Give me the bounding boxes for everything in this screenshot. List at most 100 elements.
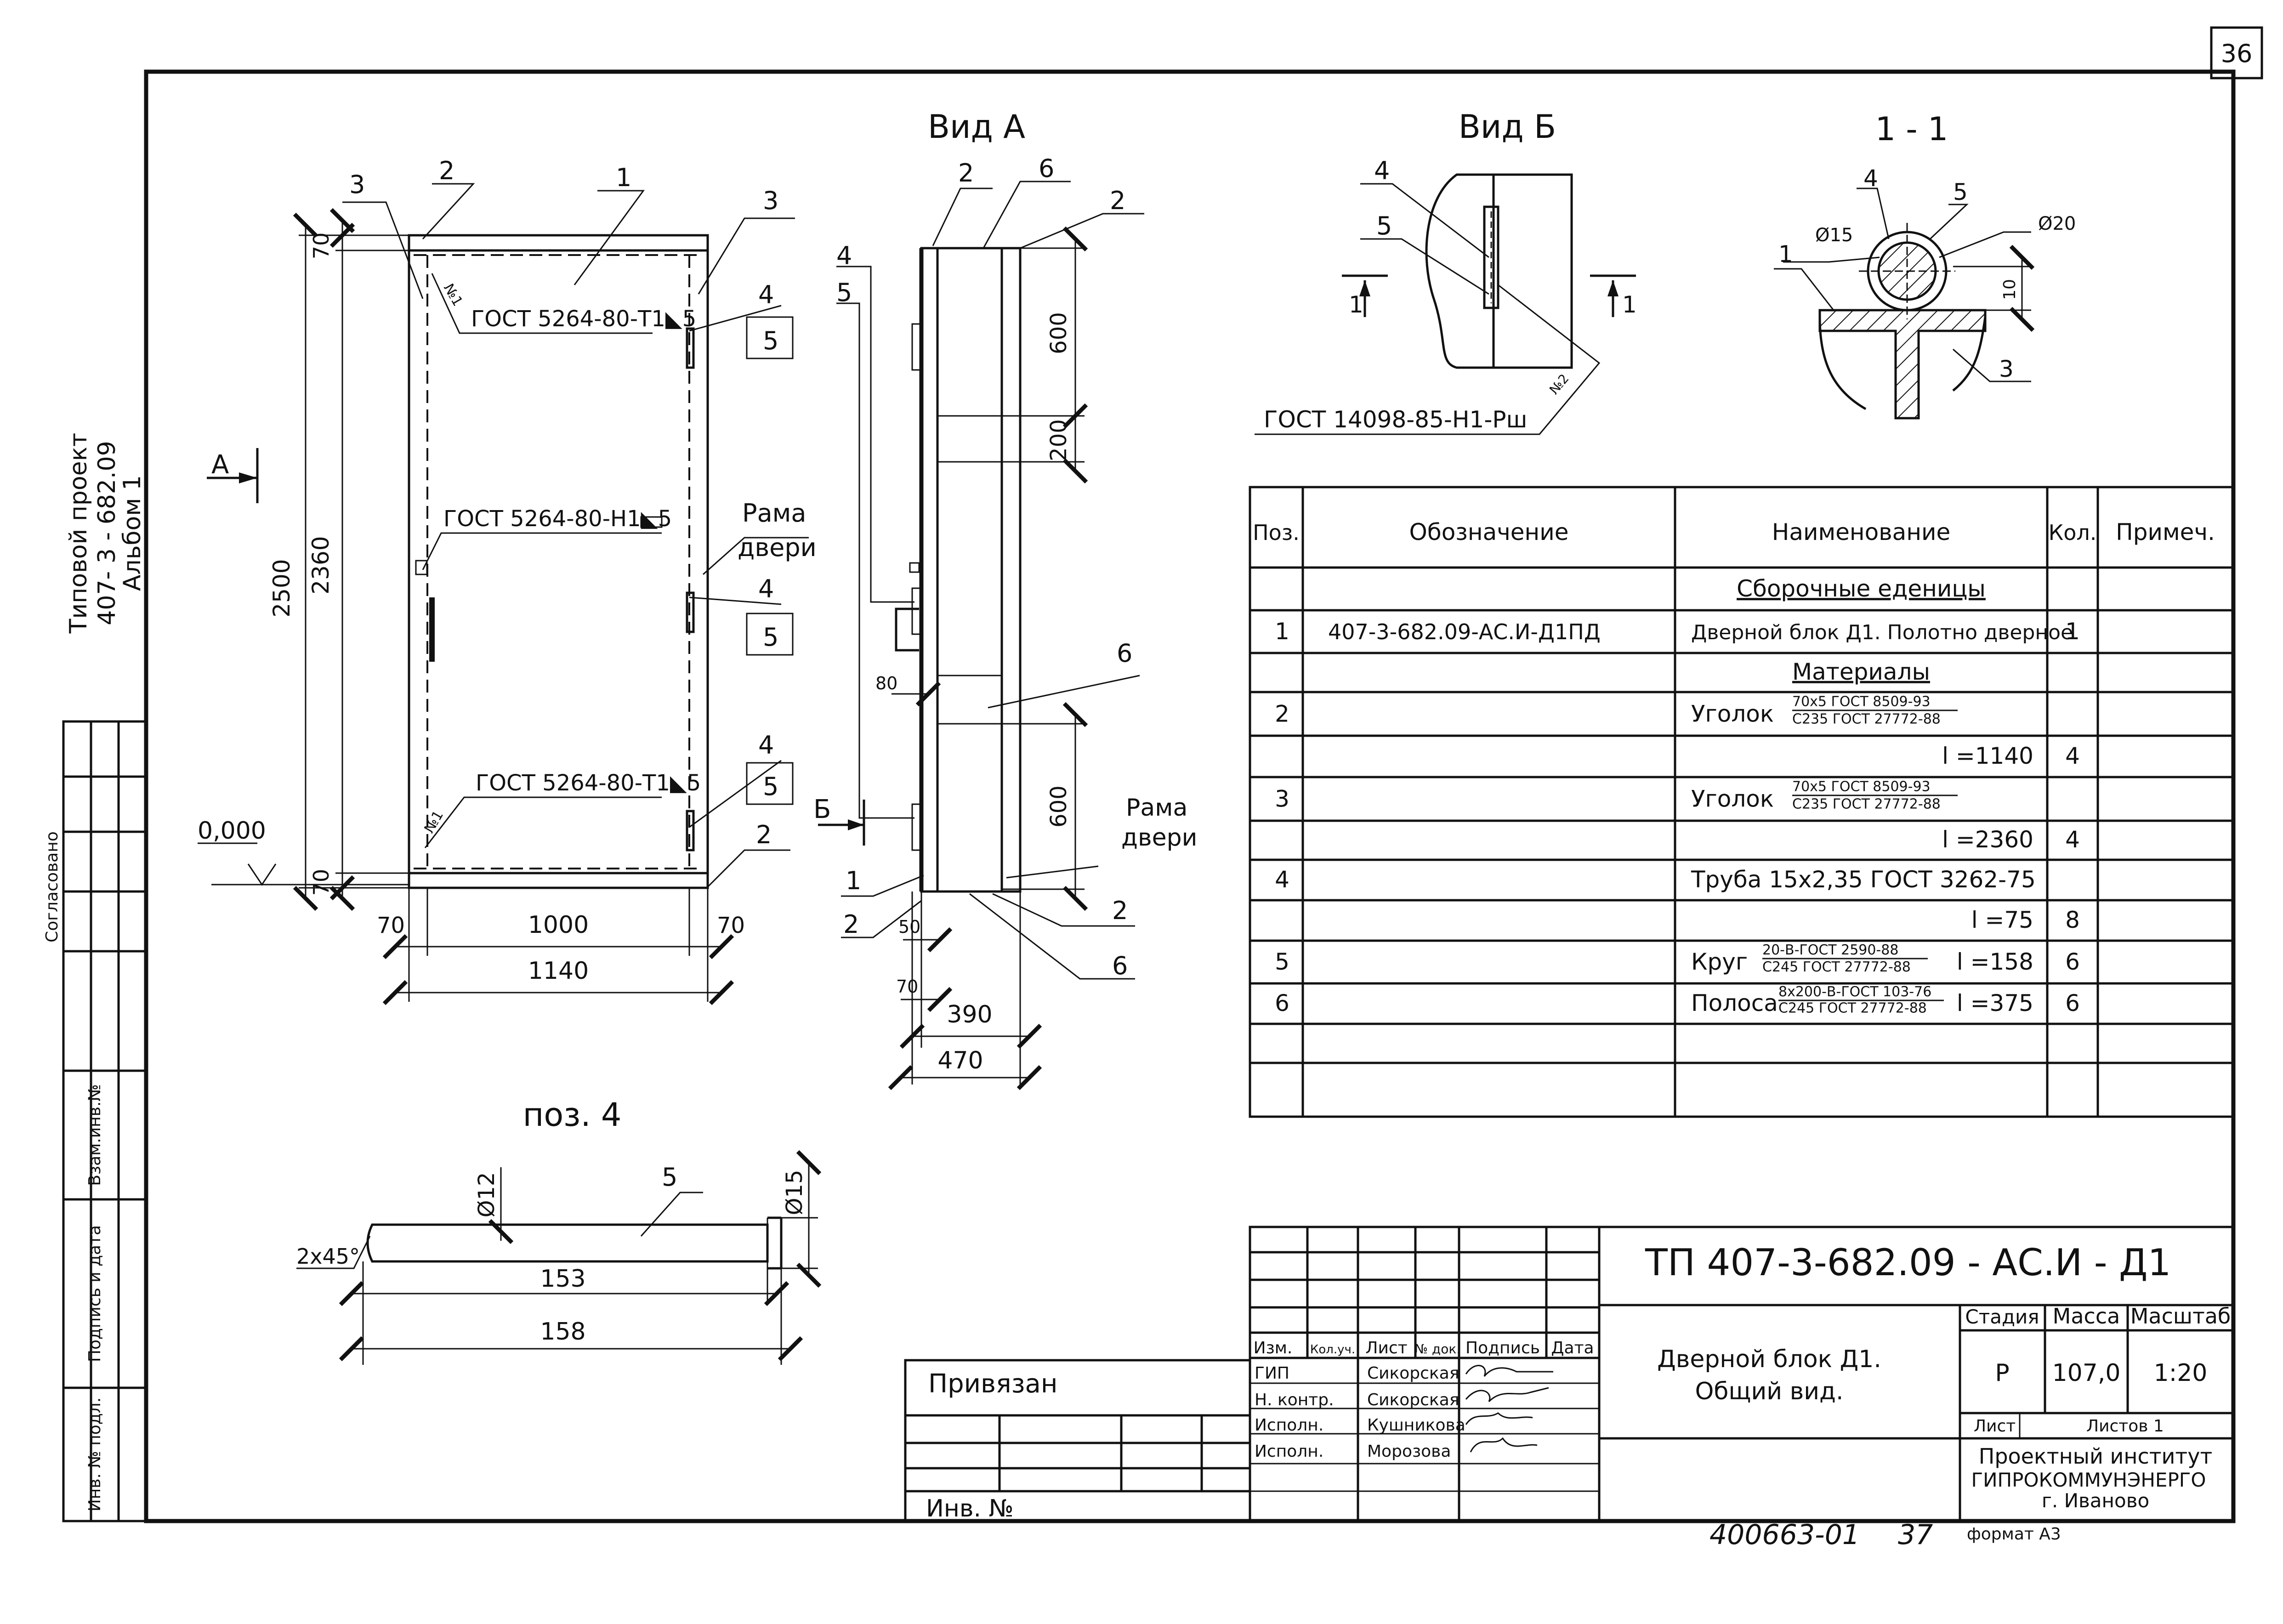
spec-cell-name: Дверной блок Д1. Полотно дверное [1691, 621, 2073, 644]
spec-cell-qty: 6 [2065, 948, 2080, 975]
view-b: Вид Б 4 5 1 1 ГОСТ 14098-85-Н1-Рш №2 [1255, 108, 1637, 435]
tb-role-row: Н. контр.Сикорская [1255, 1391, 1459, 1409]
main-pos2-bottom: 2 [756, 820, 772, 849]
view-a-d600-bottom: 600 [1046, 785, 1072, 828]
tb-col-date: Дата [1551, 1339, 1594, 1357]
dim-width-inner: 1000 [528, 911, 589, 939]
main-pos4-c: 4 [758, 731, 774, 760]
pos4-d15: Ø15 [782, 1170, 807, 1215]
view-a-d80: 80 [875, 673, 897, 693]
section-d10: 10 [2000, 279, 2019, 300]
view-a-p1: 1 [846, 866, 861, 895]
spec-cell-qty: 4 [2065, 743, 2080, 769]
spec-cell-frac-bot: С245 ГОСТ 27772-88 [1762, 959, 1911, 975]
dim-height-frame: 2360 [307, 536, 334, 594]
title-block: Изм. Кол.уч. Лист № док. Подпись Дата ГИ… [904, 1226, 2235, 1522]
view-a-d600-top: 600 [1046, 312, 1072, 354]
view-b-weld-n2: №2 [1546, 371, 1572, 397]
spec-cell-length: l =2360 [1942, 826, 2033, 853]
signatures [1465, 1365, 1553, 1453]
view-a-p5: 5 [836, 278, 852, 307]
view-a-view-b-arrow: Б [813, 795, 831, 824]
side-replacement-inv: Взам.инв.№ [85, 1084, 104, 1186]
spec-row: 8l =75 [1971, 907, 2080, 933]
spec-cell-name: Полоса [1691, 990, 1778, 1016]
spec-header-note: Примеч. [2116, 519, 2215, 545]
dim-top-offset: 70 [309, 233, 334, 260]
tb-org-l3: г. Иваново [2042, 1489, 2149, 1512]
side-album: Альбом 1 [119, 475, 146, 591]
tb-name: Сикорская [1367, 1364, 1459, 1383]
tb-col-sign: Подпись [1465, 1339, 1540, 1357]
view-b-p5: 5 [1376, 211, 1392, 240]
main-level: 0,000 [198, 817, 266, 845]
spec-cell-pos: 5 [1275, 948, 1289, 975]
main-frame-l2: двери [738, 533, 817, 562]
spec-cell-frac-top: 8х200-В-ГОСТ 103-76 [1778, 984, 1931, 1000]
tb-role: Н. контр. [1255, 1391, 1334, 1409]
side-project-line2: 407- 3 - 682.09 [93, 441, 121, 625]
tb-role: ГИП [1255, 1364, 1289, 1383]
spec-cell-frac-bot: С235 ГОСТ 27772-88 [1792, 711, 1941, 727]
tb-name: Кушникова [1367, 1416, 1465, 1435]
view-a-p2-b2: 2 [1112, 896, 1128, 925]
spec-cell-frac-top: 70х5 ГОСТ 8509-93 [1792, 693, 1931, 710]
view-b-title: Вид Б [1459, 108, 1556, 146]
tb-role: Исполн. [1255, 1442, 1323, 1461]
spec-cell-name: Труба 15х2,35 ГОСТ 3262-75 [1691, 866, 2036, 893]
view-a-p6-mid: 6 [1117, 639, 1132, 668]
section-d15: Ø15 [1815, 225, 1853, 246]
side-project-line1: Типовой проект [65, 433, 92, 634]
section-p3: 3 [1999, 356, 2014, 382]
section-p1: 1 [1778, 241, 1793, 267]
tb-col-list: Лист [1365, 1339, 1407, 1357]
pos4-detail: поз. 4 5 Ø12 Ø15 2x45° 153 158 [296, 1096, 822, 1365]
dim-left-offset: 70 [377, 913, 405, 938]
pos4-d12: Ø12 [474, 1172, 500, 1218]
spec-row: Материалы [1792, 659, 1930, 685]
spec-table: Поз. Обозначение Наименование Кол. Приме… [1249, 486, 2235, 1118]
spec-row: Сборочные еденицы [1737, 575, 1986, 602]
view-a-frame-l2: двери [1121, 824, 1197, 852]
spec-cell-code: 407-3-682.09-АС.И-Д1ПД [1328, 619, 1601, 644]
spec-header-code: Обозначение [1409, 519, 1569, 545]
spec-cell-frac-top: 70х5 ГОСТ 8509-93 [1792, 778, 1931, 795]
view-a-d50: 50 [898, 917, 920, 937]
door-frame-outline [408, 234, 709, 889]
spec-header-qty: Кол. [2049, 520, 2097, 545]
main-weld-bottom: ГОСТ 5264-80-Т1◣5 [476, 770, 701, 796]
pos4-p5: 5 [662, 1163, 677, 1192]
main-pos5-a: 5 [763, 326, 778, 355]
format-label: формат А3 [1967, 1525, 2061, 1544]
tb-role-row: Исполн.Кушникова [1255, 1416, 1465, 1435]
side-sign-date: Подпись и дата [85, 1225, 104, 1362]
spec-cell-pos: 4 [1275, 866, 1289, 893]
main-pos1: 1 [616, 163, 631, 192]
side-agreed: Согласовано [43, 831, 62, 943]
spec-cell-frac-bot: С245 ГОСТ 27772-88 [1778, 1000, 1927, 1016]
tb-col-kol: Кол.уч. [1310, 1343, 1355, 1357]
spec-cell-pos: 3 [1275, 786, 1289, 812]
tb-stage: Р [1995, 1359, 2009, 1387]
section-title: 1 - 1 [1875, 110, 1948, 148]
view-a-frame-l1: Рама [1126, 794, 1187, 822]
spec-cell-qty: 1 [2065, 618, 2080, 645]
spec-cell-suffix: l =375 [1957, 990, 2033, 1016]
main-pos4-a: 4 [758, 280, 774, 309]
view-a-p2-right: 2 [1110, 186, 1125, 215]
spec-cell-suffix: l =158 [1957, 948, 2033, 975]
pos4-d153: 153 [540, 1265, 585, 1293]
spec-cell-pos: 2 [1275, 701, 1289, 727]
view-a-d70: 70 [896, 977, 918, 997]
main-weld-n1-bottom: №1 [421, 808, 447, 836]
section-d20: Ø20 [2038, 213, 2076, 234]
spec-cell-pos: 1 [1275, 618, 1289, 645]
spec-row: 4l =1140 [1942, 743, 2080, 769]
spec-cell-pos: 6 [1275, 990, 1289, 1016]
tb-role-row: Исполн.Морозова [1255, 1442, 1451, 1461]
dim-height-total: 2500 [268, 559, 295, 617]
door-elevation-view: 3 2 1 3 4 5 4 5 4 5 2 Рама двери ГОСТ 52… [198, 156, 817, 1005]
